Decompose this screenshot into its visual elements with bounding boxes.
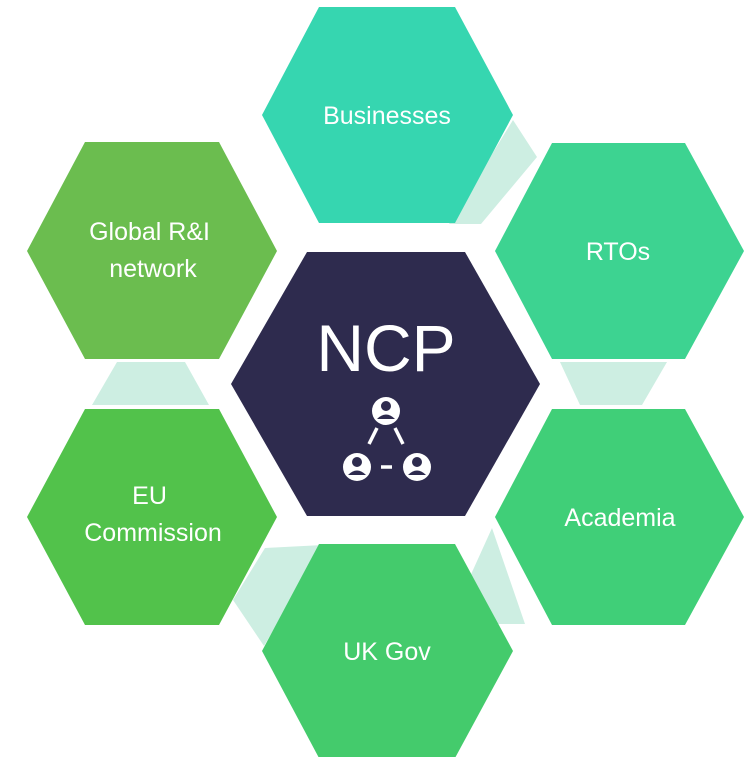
hexagon-label-line: Businesses bbox=[323, 102, 451, 130]
hexagon-global-network: Global R&I network bbox=[27, 142, 277, 359]
hexagon-label-line: UK Gov bbox=[343, 638, 431, 666]
center-hexagon-shape bbox=[231, 252, 540, 516]
hexagon-label-line: Global R&I bbox=[89, 218, 210, 246]
person-icon bbox=[403, 453, 431, 481]
person-icon bbox=[343, 453, 371, 481]
hexagon-center-ncp: NCP bbox=[231, 252, 540, 516]
hexagon-label: Businesses bbox=[323, 102, 451, 130]
hexagon-shape bbox=[27, 409, 277, 625]
hexagon-uk-gov: UK Gov bbox=[262, 544, 513, 757]
connectors bbox=[92, 120, 667, 646]
hexagon-label-line: network bbox=[109, 255, 197, 283]
hexagon-label-line: EU bbox=[132, 482, 167, 510]
hexagon-label-line: Commission bbox=[84, 519, 222, 547]
hexagon-label: EU Commission bbox=[84, 482, 222, 547]
hexagon-label: Academia bbox=[564, 504, 675, 532]
center-label: NCP bbox=[316, 311, 455, 385]
network-people-icon bbox=[343, 397, 431, 481]
hexagon-label: UK Gov bbox=[343, 638, 431, 666]
hexagon-shape bbox=[495, 143, 744, 359]
hexagon-eu-commission: EU Commission bbox=[27, 409, 277, 625]
hexagon-shape bbox=[262, 544, 513, 757]
hexagon-label: Global R&I network bbox=[89, 218, 217, 283]
person-icon bbox=[372, 397, 400, 425]
hexagon-shape bbox=[27, 142, 277, 359]
connector-businesses-rtos bbox=[449, 120, 537, 224]
connector-rtos-academia bbox=[560, 362, 667, 405]
hexagon-label-line: Academia bbox=[564, 504, 675, 532]
connector-ukgov-eucommission bbox=[233, 545, 323, 646]
hexagon-label-line: RTOs bbox=[586, 238, 650, 266]
hexagon-shape bbox=[495, 409, 744, 625]
hexagon-businesses: Businesses bbox=[262, 7, 513, 223]
icon-link-line bbox=[393, 427, 405, 445]
connector-eucommission-global bbox=[92, 362, 209, 405]
hexagon-academia: Academia bbox=[495, 409, 744, 625]
hexagon-label: RTOs bbox=[586, 238, 650, 266]
icon-link-line bbox=[367, 427, 379, 445]
hexagon-shape bbox=[262, 7, 513, 223]
hexagon-rtos: RTOs bbox=[495, 143, 744, 359]
